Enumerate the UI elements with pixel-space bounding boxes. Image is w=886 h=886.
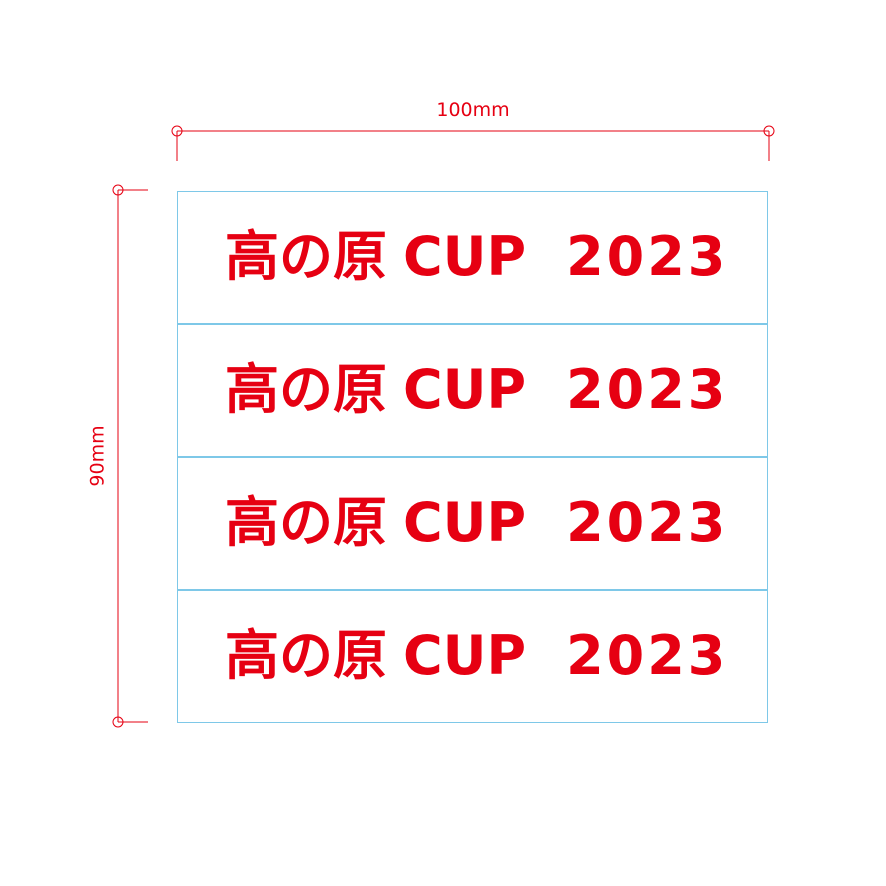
width-left-endpoint <box>171 125 183 137</box>
label-year: 2023 <box>566 490 729 554</box>
label-event: CUP <box>403 490 527 554</box>
label-year: 2023 <box>566 224 729 288</box>
label-name-jp: 高の原 <box>225 490 387 554</box>
label-name-jp: 高の原 <box>225 623 387 687</box>
width-right-endpoint <box>763 125 775 137</box>
label-event: CUP <box>403 357 527 421</box>
height-bottom-endpoint <box>112 716 124 728</box>
label-event: CUP <box>403 623 527 687</box>
height-top-endpoint <box>112 184 124 196</box>
label-name-jp: 高の原 <box>225 224 387 288</box>
label-name-jp: 高の原 <box>225 357 387 421</box>
label-event: CUP <box>403 224 527 288</box>
label-year: 2023 <box>566 623 729 687</box>
height-dimension-label: 90mm <box>86 425 109 487</box>
label-year: 2023 <box>566 357 729 421</box>
width-dimension-label: 100mm <box>436 99 510 121</box>
